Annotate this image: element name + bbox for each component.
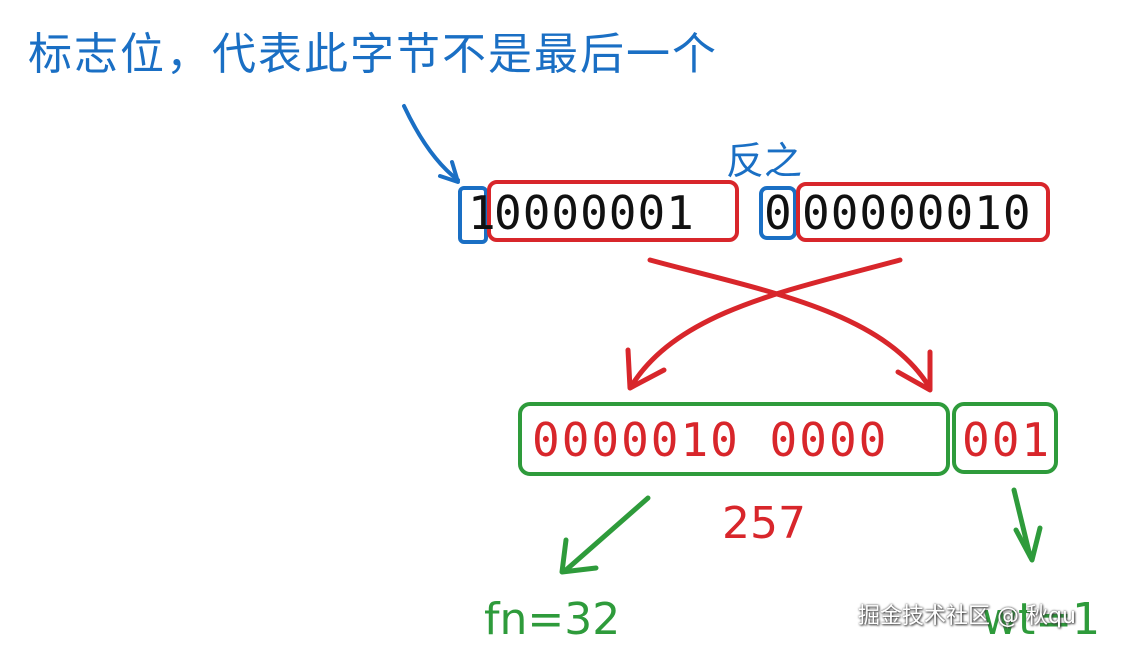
byte1-payload-bits: 0000001: [494, 186, 695, 240]
merged-tail-bits: 001: [962, 413, 1052, 467]
wt-arrow: [1011, 487, 1033, 559]
byte2-flag-bit: 0: [764, 186, 793, 240]
byte1-flag-box: [458, 186, 488, 244]
fn-arrow: [563, 495, 651, 573]
swap-arrow-right: [647, 257, 931, 388]
field-number-label: fn=32: [484, 594, 621, 645]
merged-tail-box: [952, 402, 1058, 474]
wt-arrowhead: [1013, 525, 1043, 563]
byte1-payload-box: [487, 180, 739, 242]
byte2-payload-box: [796, 182, 1050, 242]
merged-main-box: [518, 402, 950, 476]
byte2-flag-box: [759, 186, 797, 240]
watermark: 掘金技术社区 @ 秋qu: [858, 604, 1076, 629]
flag-description-title: 标志位，代表此字节不是最后一个: [28, 29, 718, 80]
swap-arrowhead-right: [895, 349, 933, 393]
byte2-payload-bits: 00000010: [802, 186, 1032, 240]
swap-arrow-left: [629, 257, 903, 388]
opposite-label: 反之: [726, 139, 803, 183]
merged-main-bits: 0000010 0000: [532, 413, 889, 467]
decoded-value: 257: [722, 498, 806, 549]
fn-arrowhead: [559, 537, 599, 575]
wire-type-label: wt=1: [982, 594, 1101, 645]
byte1-flag-bit: 1: [468, 186, 497, 240]
flag-pointer-arrow: [402, 104, 460, 182]
flag-pointer-arrowhead: [438, 160, 460, 184]
swap-arrowhead-left: [625, 347, 667, 391]
